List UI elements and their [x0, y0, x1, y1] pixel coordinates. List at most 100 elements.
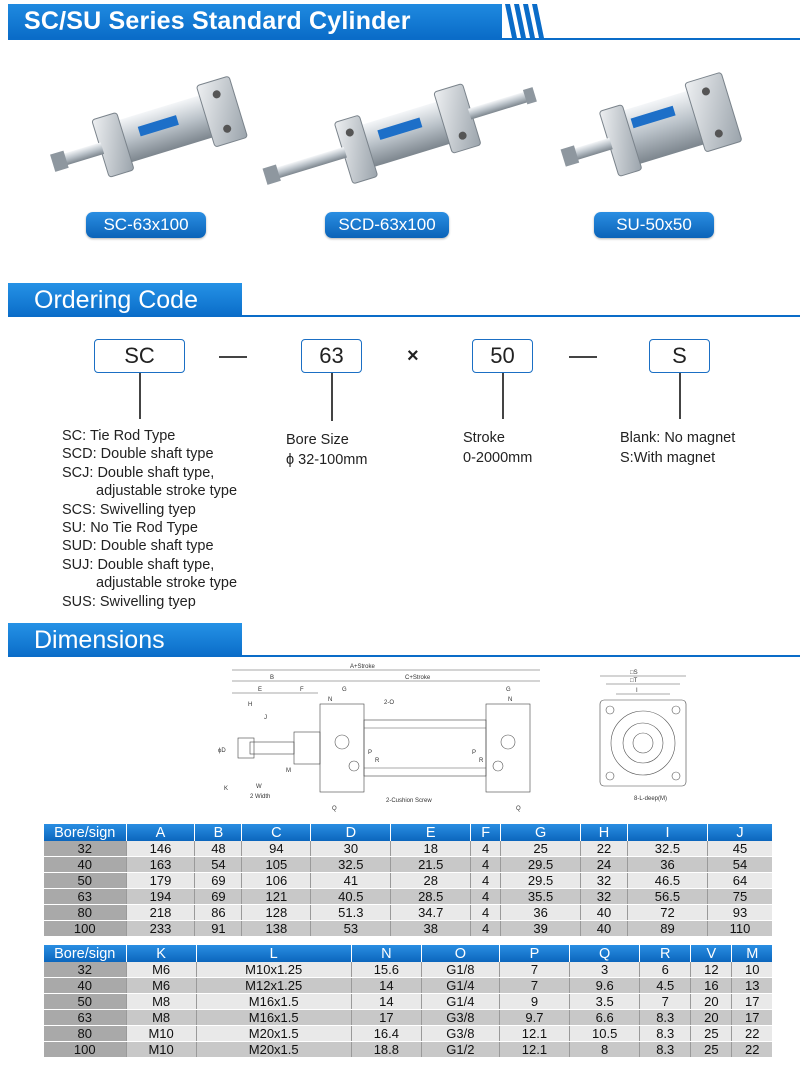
magnet-line-2: S:With magnet: [620, 450, 716, 466]
magnet-description: Blank: No magnet S:With magnet: [620, 428, 735, 468]
table-cell: 20: [690, 993, 733, 1011]
svg-text:□T: □T: [630, 678, 638, 684]
table-header: D: [310, 824, 392, 841]
table-cell: 15.6: [351, 962, 422, 979]
table-header: Q: [569, 945, 641, 962]
table-cell: 6: [639, 962, 692, 979]
title-stripes-decoration: [505, 4, 544, 38]
table-cell: 106: [241, 872, 312, 890]
type-line: SUS: Swivelling tyep: [62, 593, 196, 610]
section-underline-dimensions: [8, 655, 800, 657]
code-dash-1: [219, 356, 247, 358]
table-cell: 9.7: [499, 1009, 571, 1027]
table-cell: 7: [499, 977, 571, 995]
table-cell: 25: [690, 1025, 733, 1043]
table-cell: 4: [470, 920, 502, 938]
svg-text:B: B: [270, 675, 274, 681]
table-cell: 218: [126, 904, 196, 922]
label-a-stroke: A+Stroke: [350, 664, 376, 670]
table-header: J: [707, 824, 772, 841]
table-header: B: [194, 824, 243, 841]
svg-text:Q: Q: [516, 806, 521, 812]
table-cell-bore: 63: [44, 1009, 127, 1027]
table-cell-bore: 50: [44, 993, 127, 1011]
bore-title: Bore Size: [286, 432, 349, 448]
table-cell: 146: [126, 841, 196, 858]
code-box-stroke: 50: [472, 339, 533, 373]
table-cell: G1/4: [421, 977, 500, 995]
table-header: L: [196, 945, 352, 962]
table-cell: 94: [241, 841, 312, 858]
stroke-title: Stroke: [463, 430, 505, 446]
table-cell: 28: [390, 872, 472, 890]
table-cell: 7: [499, 962, 571, 979]
table-cell: 22: [580, 841, 628, 858]
table-cell: 72: [627, 904, 708, 922]
table-cell-bore: 40: [44, 856, 127, 874]
table-cell: 10: [731, 962, 772, 979]
svg-text:K: K: [224, 786, 228, 792]
table-cell: G3/8: [421, 1009, 500, 1027]
magnet-line-1: Blank: No magnet: [620, 430, 736, 446]
table-header: O: [421, 945, 500, 962]
svg-text:J: J: [264, 715, 267, 721]
table-cell: 30: [310, 841, 392, 858]
table-cell-bore: 80: [44, 904, 127, 922]
svg-text:E: E: [258, 687, 262, 693]
table-cell: 24: [580, 856, 628, 874]
table-cell: M6: [126, 962, 197, 979]
table-cell: 8.3: [639, 1009, 692, 1027]
table-cell: 6.6: [569, 1009, 641, 1027]
table-cell: M16x1.5: [196, 993, 352, 1011]
table-cell: 25: [690, 1041, 733, 1059]
table-cell-bore: 100: [44, 920, 127, 938]
svg-text:□S: □S: [630, 670, 638, 676]
svg-text:2-Cushion Screw: 2-Cushion Screw: [386, 798, 432, 804]
cylinder-su-image: [560, 72, 742, 177]
table-header: Bore/sign: [44, 824, 127, 841]
page-title: SC/SU Series Standard Cylinder: [24, 6, 411, 35]
table-cell: G1/8: [421, 962, 500, 979]
table-header: K: [126, 945, 197, 962]
table-cell: M6: [126, 977, 197, 995]
svg-text:M: M: [286, 768, 291, 774]
table-cell: G3/8: [421, 1025, 500, 1043]
table-cell: 128: [241, 904, 312, 922]
table-cell: 17: [731, 993, 772, 1011]
table-cell: M10: [126, 1041, 197, 1059]
table-cell: 29.5: [500, 872, 582, 890]
table-cell: 40.5: [310, 888, 392, 906]
table-header: I: [627, 824, 708, 841]
table-cell: M20x1.5: [196, 1025, 352, 1043]
table-cell-bore: 80: [44, 1025, 127, 1043]
table-header: F: [470, 824, 502, 841]
table-cell: 93: [707, 904, 772, 922]
bore-range: ϕ 32-100mm: [286, 452, 368, 468]
code-leader-bore: [331, 373, 333, 421]
table-cell: 8.3: [639, 1025, 692, 1043]
table-cell: M8: [126, 993, 197, 1011]
table-cell: 16: [690, 977, 733, 995]
table-cell: 12: [690, 962, 733, 979]
table-cell: 89: [627, 920, 708, 938]
svg-text:8-L-deep(M): 8-L-deep(M): [634, 796, 667, 802]
table-cell: 4.5: [639, 977, 692, 995]
type-line: SUD: Double shaft type: [62, 538, 214, 555]
table-cell-bore: 32: [44, 841, 127, 858]
table-header: M: [731, 945, 772, 962]
type-line: SC: Tie Rod Type: [62, 428, 176, 444]
svg-text:C+Stroke: C+Stroke: [405, 675, 431, 681]
table-header: H: [580, 824, 628, 841]
svg-text:I: I: [636, 688, 638, 694]
code-dash-2: [569, 356, 597, 358]
type-line: adjustable stroke type: [96, 575, 238, 592]
table-cell: 9: [499, 993, 571, 1011]
table-cell: 36: [627, 856, 708, 874]
table-cell: 69: [194, 872, 243, 890]
table-header: E: [390, 824, 472, 841]
table-cell-bore: 63: [44, 888, 127, 906]
cylinder-scd-image: [262, 83, 537, 185]
